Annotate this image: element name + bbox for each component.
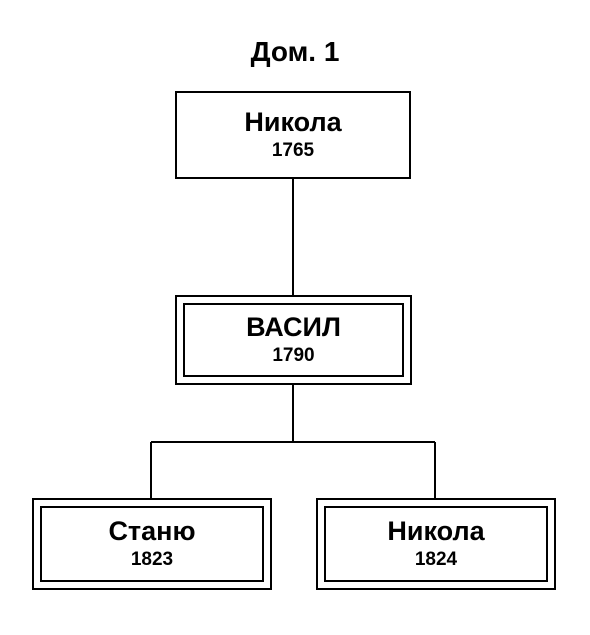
person-name: Никола: [244, 107, 342, 137]
inner-frame: [183, 303, 404, 377]
person-year: 1823: [130, 549, 174, 570]
diagram-title: Дом. 1: [250, 36, 340, 67]
inner-frame: [324, 506, 548, 582]
person-name: ВАСИЛ: [246, 312, 341, 342]
person-node-child-left: Станю 1823: [32, 498, 272, 590]
person-year: 1790: [272, 345, 315, 366]
person-node-root: Никола 1765: [175, 91, 411, 179]
person-name: Станю: [108, 516, 196, 546]
person-node-child-right: Никола 1824: [316, 498, 556, 590]
person-year: 1765: [271, 140, 315, 161]
person-year: 1824: [414, 549, 458, 570]
person-name: Никола: [387, 516, 485, 546]
inner-frame: [40, 506, 264, 582]
person-node-middle: ВАСИЛ 1790: [175, 295, 412, 385]
